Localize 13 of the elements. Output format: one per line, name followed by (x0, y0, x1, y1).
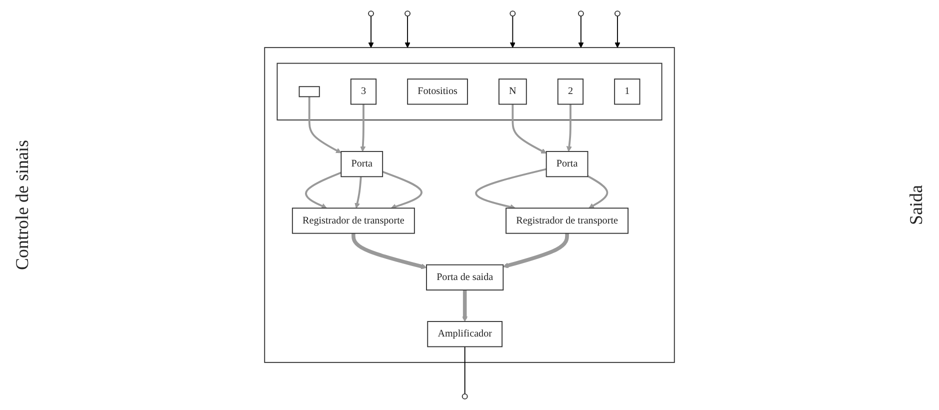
side-label: Controle de sinais (12, 140, 33, 270)
block: Amplificador (427, 321, 503, 348)
block: Registrador de transporte (292, 208, 415, 234)
block: Fotositios (407, 78, 468, 105)
block: 3 (350, 78, 377, 105)
block: Porta de saida (426, 264, 504, 290)
block: Registrador de transporte (506, 208, 629, 234)
block: 2 (557, 78, 584, 105)
block: 1 (614, 78, 640, 105)
side-label: Saida (906, 185, 927, 225)
block: N (498, 78, 527, 105)
block: Porta (340, 151, 384, 178)
block: Porta (546, 151, 588, 178)
